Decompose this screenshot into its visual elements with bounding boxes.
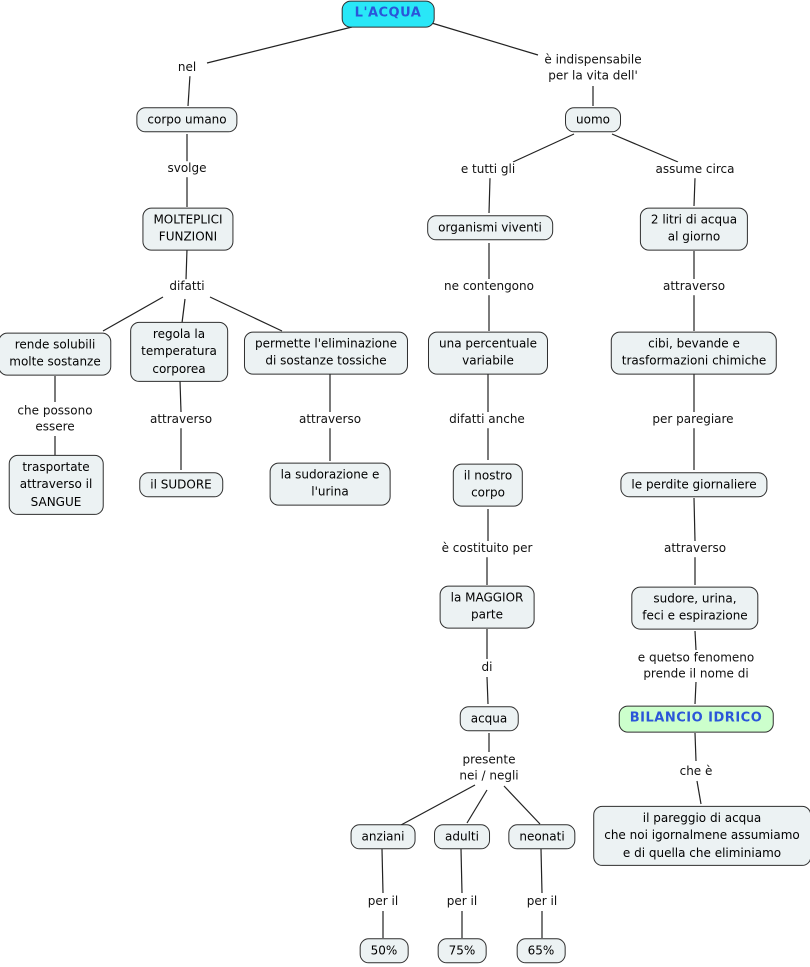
node-2-litri[interactable]: 2 litri di acqua al giorno	[639, 207, 749, 251]
link-label-per-il-1[interactable]: per il	[364, 894, 402, 910]
connector-line	[694, 681, 697, 705]
connector-line	[693, 497, 696, 542]
node-neonati[interactable]: neonati	[508, 824, 576, 850]
connector-line	[209, 296, 283, 332]
link-label-difatti-anche[interactable]: difatti anche	[446, 412, 528, 428]
connector-line	[486, 676, 489, 705]
link-label-presente-nei[interactable]: presente nei / negli	[456, 752, 522, 784]
link-label-per-il-3[interactable]: per il	[523, 894, 561, 910]
connector-line	[693, 177, 696, 207]
connector-line	[611, 133, 679, 163]
connector-line	[512, 133, 575, 163]
node-perdite-giornaliere[interactable]: le perdite giornaliere	[620, 472, 768, 498]
link-label-per-paregiare[interactable]: per paregiare	[649, 412, 737, 428]
link-label-costituito[interactable]: è costituito per	[438, 541, 536, 557]
node-pct-75[interactable]: 75%	[437, 938, 487, 964]
link-label-di[interactable]: di	[478, 660, 496, 676]
node-corpo-umano[interactable]: corpo umano	[136, 107, 238, 133]
connector-line	[187, 74, 191, 107]
node-rende-solubili[interactable]: rende solubili molte sostanze	[0, 332, 112, 376]
node-cibi-bevande[interactable]: cibi, bevande e trasformazioni chimiche	[610, 331, 778, 375]
connector-line	[540, 848, 543, 894]
node-nostro-corpo[interactable]: il nostro corpo	[452, 463, 524, 507]
connector-line	[185, 248, 188, 281]
connector-line	[206, 26, 353, 64]
node-organismi-viventi[interactable]: organismi viventi	[427, 215, 553, 241]
node-trasportate-sangue[interactable]: trasportate attraverso il SANGUE	[8, 454, 104, 516]
node-pct-65[interactable]: 65%	[516, 938, 566, 964]
link-label-indispensabile[interactable]: è indispensabile per la vita dell'	[541, 52, 645, 84]
connector-line	[503, 785, 541, 825]
node-bilancio-idrico[interactable]: BILANCIO IDRICO	[618, 705, 774, 733]
node-adulti[interactable]: adulti	[434, 824, 490, 850]
node-molteplici-funzioni[interactable]: MOLTEPLICI FUNZIONI	[142, 207, 234, 251]
link-label-attraverso-3[interactable]: attraverso	[659, 279, 729, 295]
connector-line	[466, 789, 488, 824]
connector-line	[460, 848, 463, 894]
connector-line	[694, 630, 697, 651]
node-regola-temperatura[interactable]: regola la temperatura corporea	[130, 321, 228, 383]
connector-line	[424, 20, 539, 56]
link-label-attraverso-4[interactable]: attraverso	[660, 541, 730, 557]
node-l-acqua[interactable]: L'ACQUA	[341, 0, 435, 28]
node-maggior-parte[interactable]: la MAGGIOR parte	[439, 585, 535, 629]
connector-line	[381, 848, 384, 894]
node-pareggio-acqua[interactable]: il pareggio di acqua che noi igornalmene…	[593, 805, 810, 867]
node-sudorazione-urina[interactable]: la sudorazione e l'urina	[269, 462, 391, 506]
node-sudore-urina-feci[interactable]: sudore, urina, feci e espirazione	[631, 586, 759, 630]
link-label-e-tutti-gli[interactable]: e tutti gli	[457, 162, 519, 178]
link-label-ne-contengono[interactable]: ne contengono	[441, 279, 537, 295]
link-label-attraverso-2[interactable]: attraverso	[295, 412, 365, 428]
node-permette-eliminazione[interactable]: permette l'eliminazione di sostanze toss…	[243, 331, 409, 375]
link-label-assume-circa[interactable]: assume circa	[652, 162, 738, 178]
connector-line	[694, 732, 697, 762]
link-label-che-e[interactable]: che è	[676, 764, 716, 780]
connector-line	[181, 298, 186, 324]
link-label-svolge[interactable]: svolge	[164, 161, 210, 177]
node-uomo[interactable]: uomo	[565, 107, 621, 133]
link-label-che-possono[interactable]: che possono essere	[14, 403, 96, 435]
node-acqua[interactable]: acqua	[459, 706, 519, 732]
link-label-difatti[interactable]: difatti	[166, 279, 208, 295]
node-percentuale-variabile[interactable]: una percentuale variabile	[427, 331, 549, 375]
connector-line	[696, 780, 702, 805]
link-label-attraverso-1[interactable]: attraverso	[146, 412, 216, 428]
connector-line	[102, 296, 164, 332]
node-pct-50[interactable]: 50%	[359, 938, 409, 964]
link-label-per-il-2[interactable]: per il	[443, 894, 481, 910]
connector-line	[400, 784, 476, 826]
link-label-nel[interactable]: nel	[174, 60, 200, 76]
connector-line	[179, 380, 182, 413]
connector-line	[488, 177, 491, 214]
node-il-sudore[interactable]: il SUDORE	[139, 472, 223, 498]
link-label-quetso-fenomeno[interactable]: e quetso fenomeno prende il nome di	[634, 650, 758, 682]
node-anziani[interactable]: anziani	[350, 824, 416, 850]
